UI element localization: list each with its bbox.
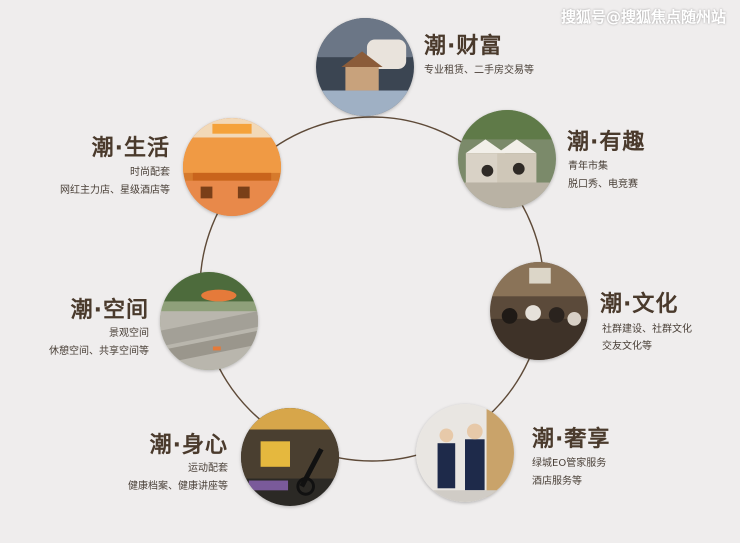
space-desc-1: 景观空间 xyxy=(109,328,149,339)
life-desc-1: 时尚配套 xyxy=(130,167,170,178)
space-desc-2: 休憩空间、共享空间等 xyxy=(49,346,149,357)
wealth-desc-1: 专业租赁、二手房交易等 xyxy=(424,65,534,76)
luxury-desc-1: 绿城EO管家服务 xyxy=(532,458,607,469)
fun-desc-2: 脱口秀、电竞赛 xyxy=(568,179,638,190)
wealth-title: 潮·财富 xyxy=(424,34,503,59)
watermark-text: 搜狐号@搜狐焦点随州站 xyxy=(560,8,726,26)
culture-photo xyxy=(490,262,588,360)
life-desc-2: 网红主力店、星级酒店等 xyxy=(60,185,170,196)
wellness-photo xyxy=(241,408,339,506)
life-title: 潮·生活 xyxy=(91,136,170,161)
fun-desc-1: 青年市集 xyxy=(568,161,608,172)
culture-title: 潮·文化 xyxy=(600,292,679,317)
luxury-desc-2: 酒店服务等 xyxy=(532,476,582,487)
culture-desc-2: 交友文化等 xyxy=(602,341,652,352)
space-title: 潮·空间 xyxy=(70,298,149,323)
luxury-title: 潮·奢享 xyxy=(532,427,611,452)
culture-desc-1: 社群建设、社群文化 xyxy=(602,324,692,335)
wellness-desc-2: 健康档案、健康讲座等 xyxy=(128,481,228,492)
life-photo xyxy=(183,118,281,216)
space-photo xyxy=(160,272,258,370)
fun-title: 潮·有趣 xyxy=(567,130,646,155)
wealth-photo xyxy=(316,18,414,116)
wellness-desc-1: 运动配套 xyxy=(188,463,228,474)
wellness-title: 潮·身心 xyxy=(149,433,228,458)
luxury-photo xyxy=(416,404,514,502)
fun-photo xyxy=(458,110,556,208)
